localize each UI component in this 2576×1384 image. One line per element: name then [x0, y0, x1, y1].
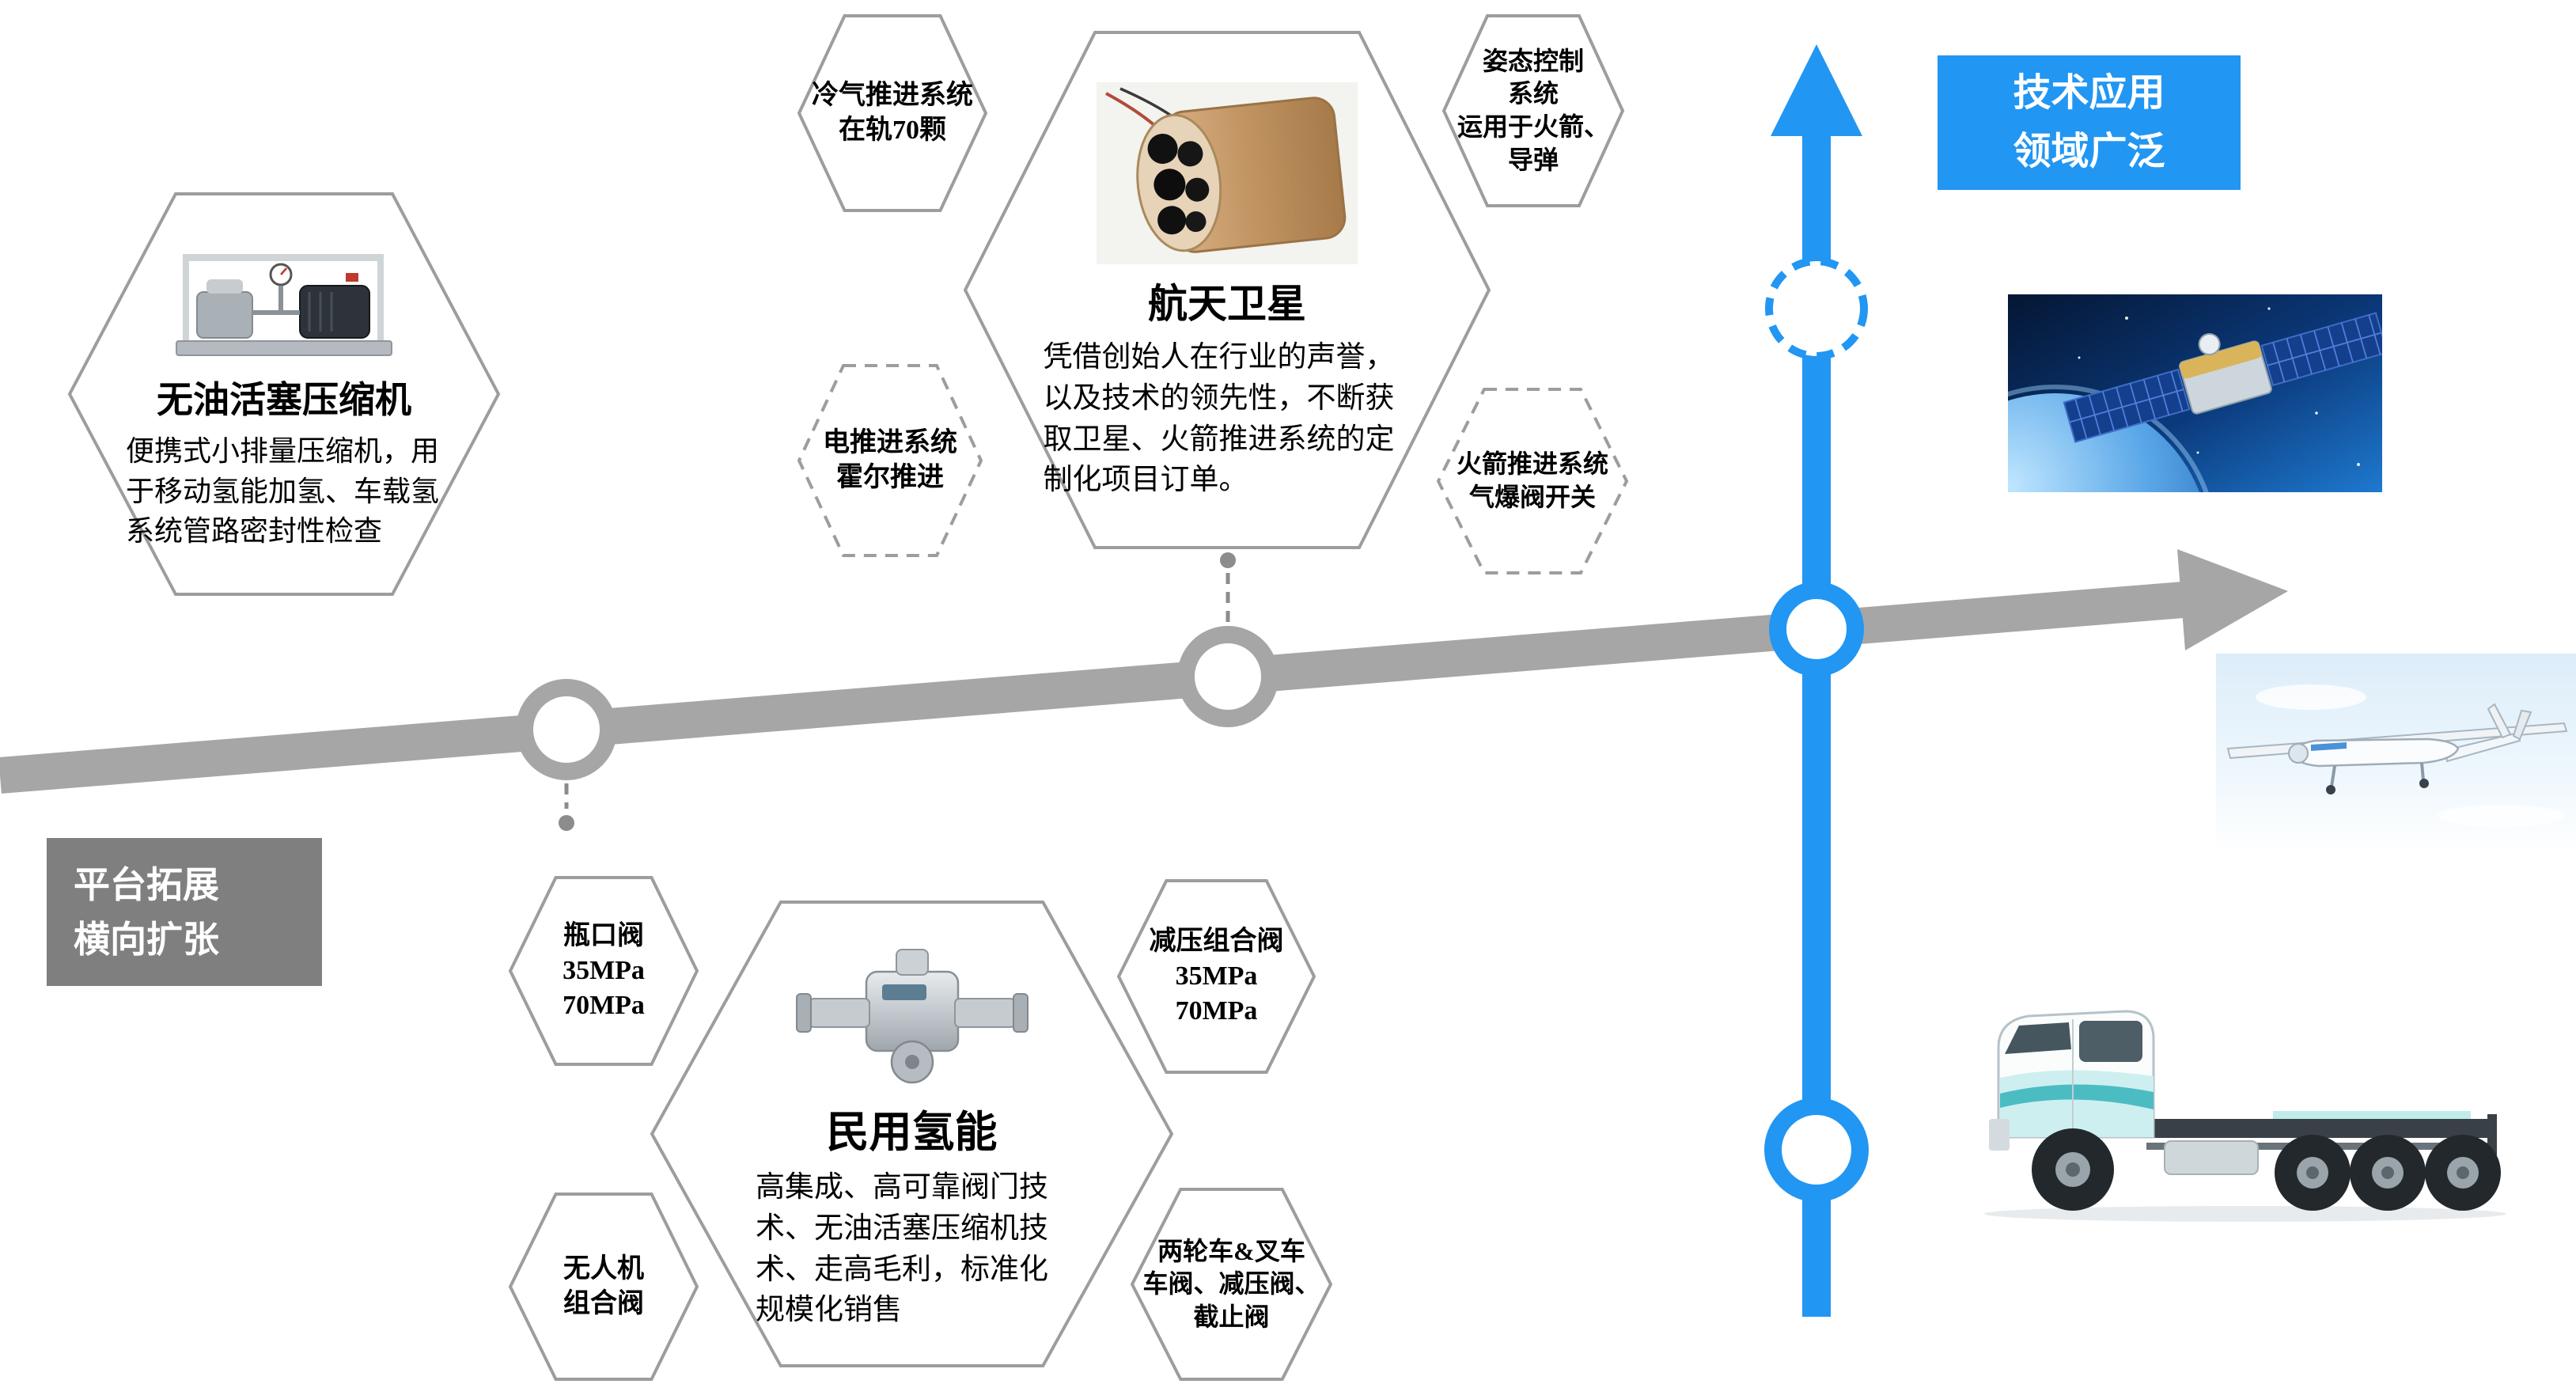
two-wheeler-forklift-hexagon: 两轮车&叉车 车阀、减压阀、 截止阀: [1130, 1187, 1333, 1382]
uav-valve-label: 无人机 组合阀: [563, 1253, 644, 1318]
uav-valve-hexagon: 无人机 组合阀: [508, 1192, 699, 1382]
hexagon-border: [1116, 879, 1316, 1074]
hexagon-border: [1130, 1188, 1333, 1381]
hexagon-border: [508, 876, 699, 1066]
bottle-valve-label: 瓶口阀 35MPa 70MPa: [563, 920, 645, 1021]
axis-node-dashed: [1765, 257, 1868, 360]
hexagon-border: [508, 1193, 699, 1381]
timeline-arrow-head: [2177, 549, 2288, 650]
connector-dot-2: [1220, 552, 1236, 568]
pressure-reducing-valve-hexagon: 减压组合阀 35MPa 70MPa: [1116, 878, 1316, 1075]
timeline-node-1: [516, 679, 617, 780]
cold-gas-label: 冷气推进系统 在轨70颗: [812, 80, 973, 145]
uav-drone-photo: [2216, 654, 2576, 851]
cold-gas-hexagon: 冷气推进系统 在轨70颗: [797, 13, 988, 213]
vertical-arrow-head: [1771, 44, 1862, 136]
hydrogen-valve-photo: [795, 948, 1029, 1084]
timeline-arrow-shaft: [0, 581, 2195, 794]
attitude-control-hexagon: 姿态控制 系统 运用于火箭、 导弹: [1441, 13, 1625, 208]
satellite-propulsion-photo: [1097, 82, 1358, 264]
platform-expansion-label: 平台拓展 横向扩张: [47, 838, 322, 986]
compressor-desc: 便携式小排量压缩机，用于移动氢能加氢、车载氢系统管路密封性检查: [126, 435, 440, 548]
axis-node-mid: [1769, 582, 1864, 677]
pressure-reducing-valve-label: 减压组合阀 35MPa 70MPa: [1149, 926, 1284, 1026]
aerospace-satellite-hexagon: 航天卫星 凭借创始人在行业的声誉，以及技术的领先性，不断获取卫星、火箭推进系统的…: [963, 30, 1491, 550]
aerospace-satellite-desc: 凭借创始人在行业的声誉，以及技术的领先性，不断获取卫星、火箭推进系统的定制化项目…: [1043, 340, 1395, 497]
compressor-title: 无油活塞压缩机: [157, 380, 411, 421]
electric-propulsion-hexagon: 电推进系统 霍尔推进: [797, 363, 983, 558]
electric-propulsion-label: 电推进系统 霍尔推进: [823, 427, 957, 492]
hexagon-border: [797, 14, 988, 212]
satellite-in-orbit-photo: [2008, 294, 2382, 492]
hydrogen-truck-photo: [1953, 975, 2532, 1224]
aerospace-satellite-title: 航天卫星: [1148, 281, 1306, 326]
hexagon-dashed-border: [1436, 388, 1629, 574]
hexagon-border: [1441, 14, 1625, 207]
oil-free-piston-compressor-photo: [176, 254, 392, 357]
tech-application-label: 技术应用 领域广泛: [1938, 55, 2241, 190]
civil-hydrogen-hexagon: 民用氢能 高集成、高可靠阀门技术、无油活塞压缩机技术、走高毛利，标准化规模化销售: [650, 900, 1174, 1368]
connector-dot-1: [559, 815, 574, 831]
hexagon-border: [67, 192, 501, 596]
attitude-control-label: 姿态控制 系统 运用于火箭、 导弹: [1457, 46, 1609, 174]
hexagon-dashed-border: [797, 364, 983, 557]
civil-hydrogen-desc: 高集成、高可靠阀门技术、无油活塞压缩机技术、走高毛利，标准化规模化销售: [756, 1170, 1048, 1327]
hexagon-border: [963, 31, 1491, 549]
bottle-valve-hexagon: 瓶口阀 35MPa 70MPa: [508, 875, 699, 1067]
timeline-node-2: [1177, 626, 1279, 727]
compressor-hexagon: 无油活塞压缩机 便携式小排量压缩机，用于移动氢能加氢、车载氢系统管路密封性检查: [67, 191, 501, 597]
two-wheeler-forklift-label: 两轮车&叉车 车阀、减压阀、 截止阀: [1142, 1236, 1320, 1331]
civil-hydrogen-title: 民用氢能: [826, 1108, 998, 1156]
rocket-propulsion-hexagon: 火箭推进系统 气爆阀开关: [1436, 387, 1629, 575]
rocket-propulsion-label: 火箭推进系统 气爆阀开关: [1456, 449, 1608, 511]
hexagon-border: [650, 901, 1174, 1367]
truck-wheels: [2032, 1128, 2501, 1211]
axis-node-bottom: [1764, 1098, 1869, 1202]
